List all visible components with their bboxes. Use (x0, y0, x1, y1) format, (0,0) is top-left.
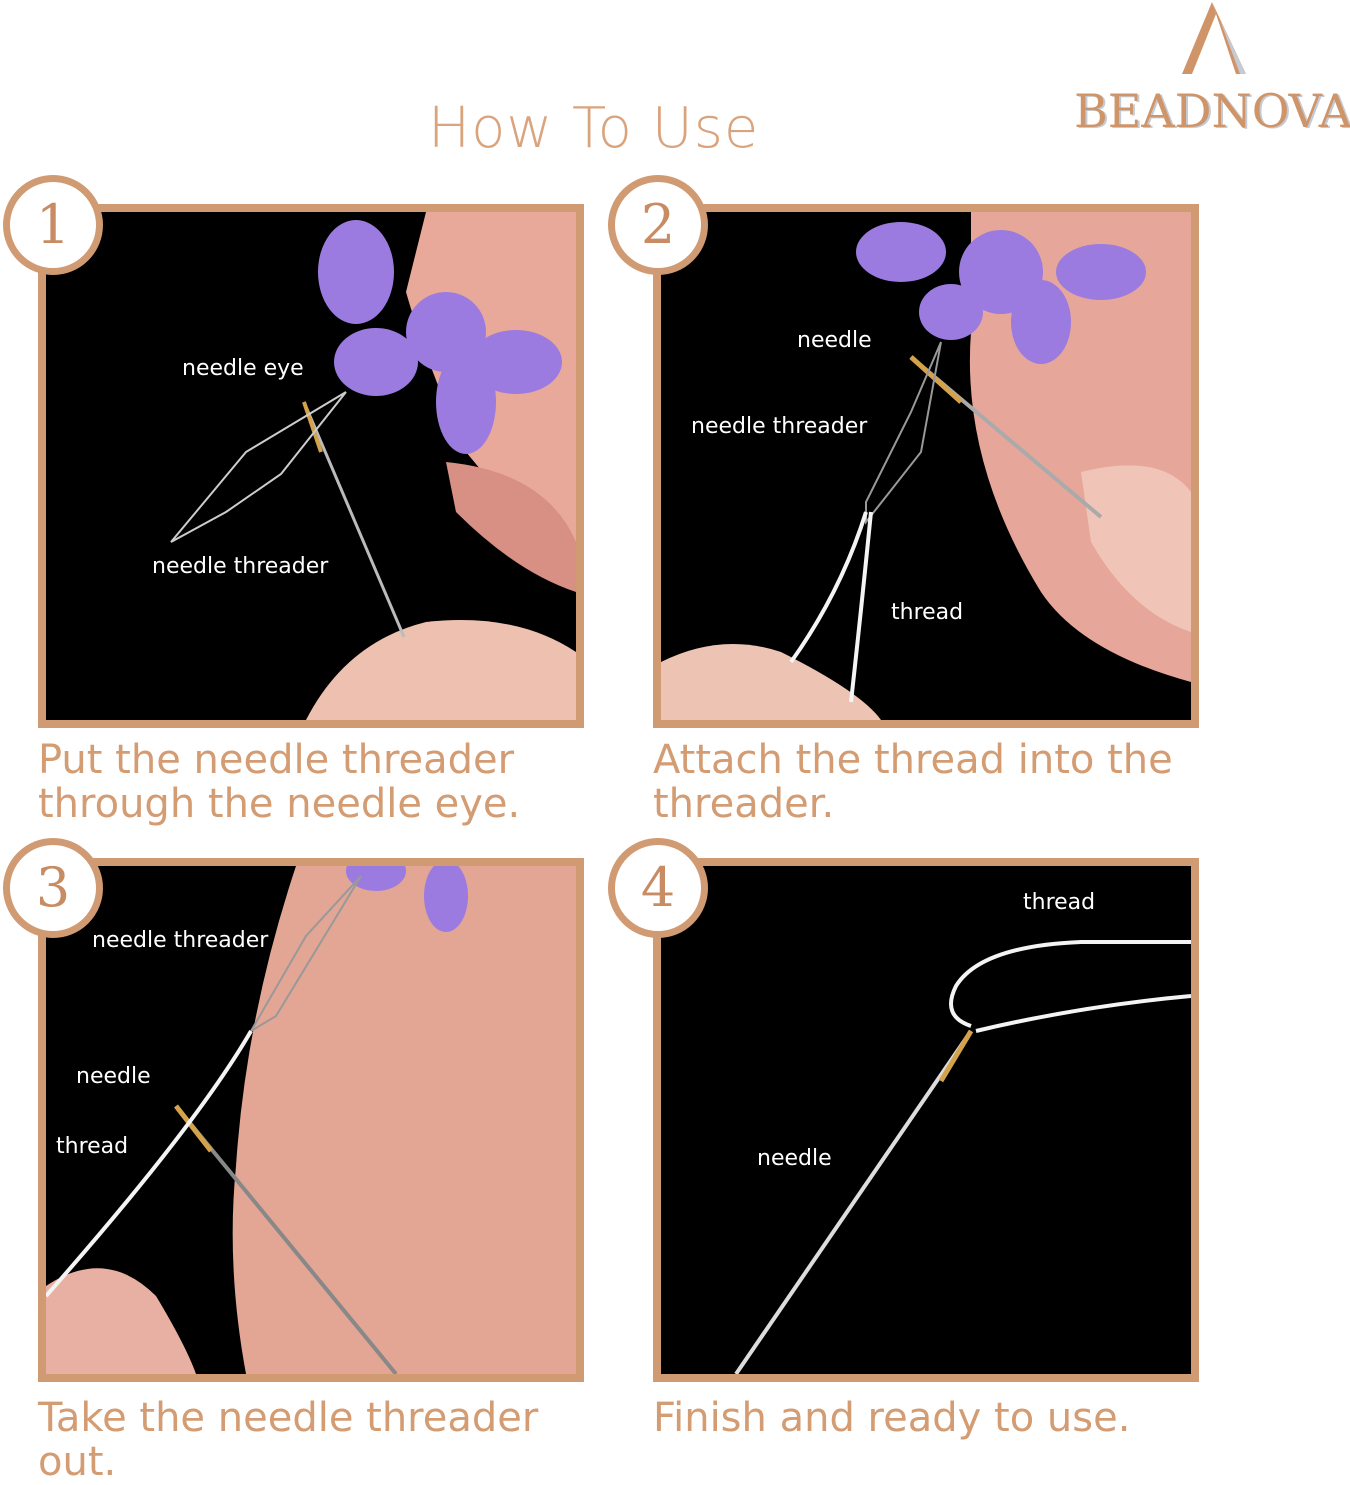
caption-line: Finish and ready to use. (653, 1395, 1131, 1441)
label-needle-threader: needle threader (92, 928, 269, 953)
caption-line: Put the needle threader (38, 737, 515, 783)
label-needle-eye: needle eye (182, 356, 304, 381)
step-1-number: 1 (3, 175, 103, 275)
step-4-number: 4 (608, 838, 708, 938)
label-thread: thread (56, 1134, 129, 1159)
label-needle: needle (797, 328, 872, 353)
step-1-photo: needle eye needle threader (38, 204, 584, 728)
step-2-photo: needle needle threader thread (653, 204, 1199, 728)
caption-line: out. (38, 1439, 117, 1485)
label-needle: needle (76, 1064, 151, 1089)
step-4-photo: thread needle (653, 858, 1199, 1382)
label-needle-threader: needle threader (152, 554, 329, 579)
page-title: How To Use (428, 96, 760, 161)
caption-line: Take the needle threader (38, 1395, 539, 1441)
step-3-caption: Take the needle threader out. (38, 1396, 538, 1484)
step-4-caption: Finish and ready to use. (653, 1396, 1130, 1440)
label-thread: thread (891, 600, 964, 625)
brand-name: BEADNOVA (1074, 84, 1350, 138)
step-3-photo: needle threader needle thread (38, 858, 584, 1382)
caption-line: through the needle eye. (38, 781, 521, 827)
label-needle-threader: needle threader (691, 414, 868, 439)
step-2-caption: Attach the thread into the threader. (653, 738, 1173, 826)
brand-logo: BEADNOVA (1070, 0, 1350, 140)
label-thread: thread (1023, 890, 1096, 915)
caption-line: Attach the thread into the (653, 737, 1173, 783)
label-needle: needle (757, 1146, 832, 1171)
caption-line: threader. (653, 781, 835, 827)
step-3-number: 3 (3, 838, 103, 938)
step-1-caption: Put the needle threader through the need… (38, 738, 520, 826)
logo-mark-icon (1182, 2, 1246, 74)
step-2-number: 2 (608, 175, 708, 275)
